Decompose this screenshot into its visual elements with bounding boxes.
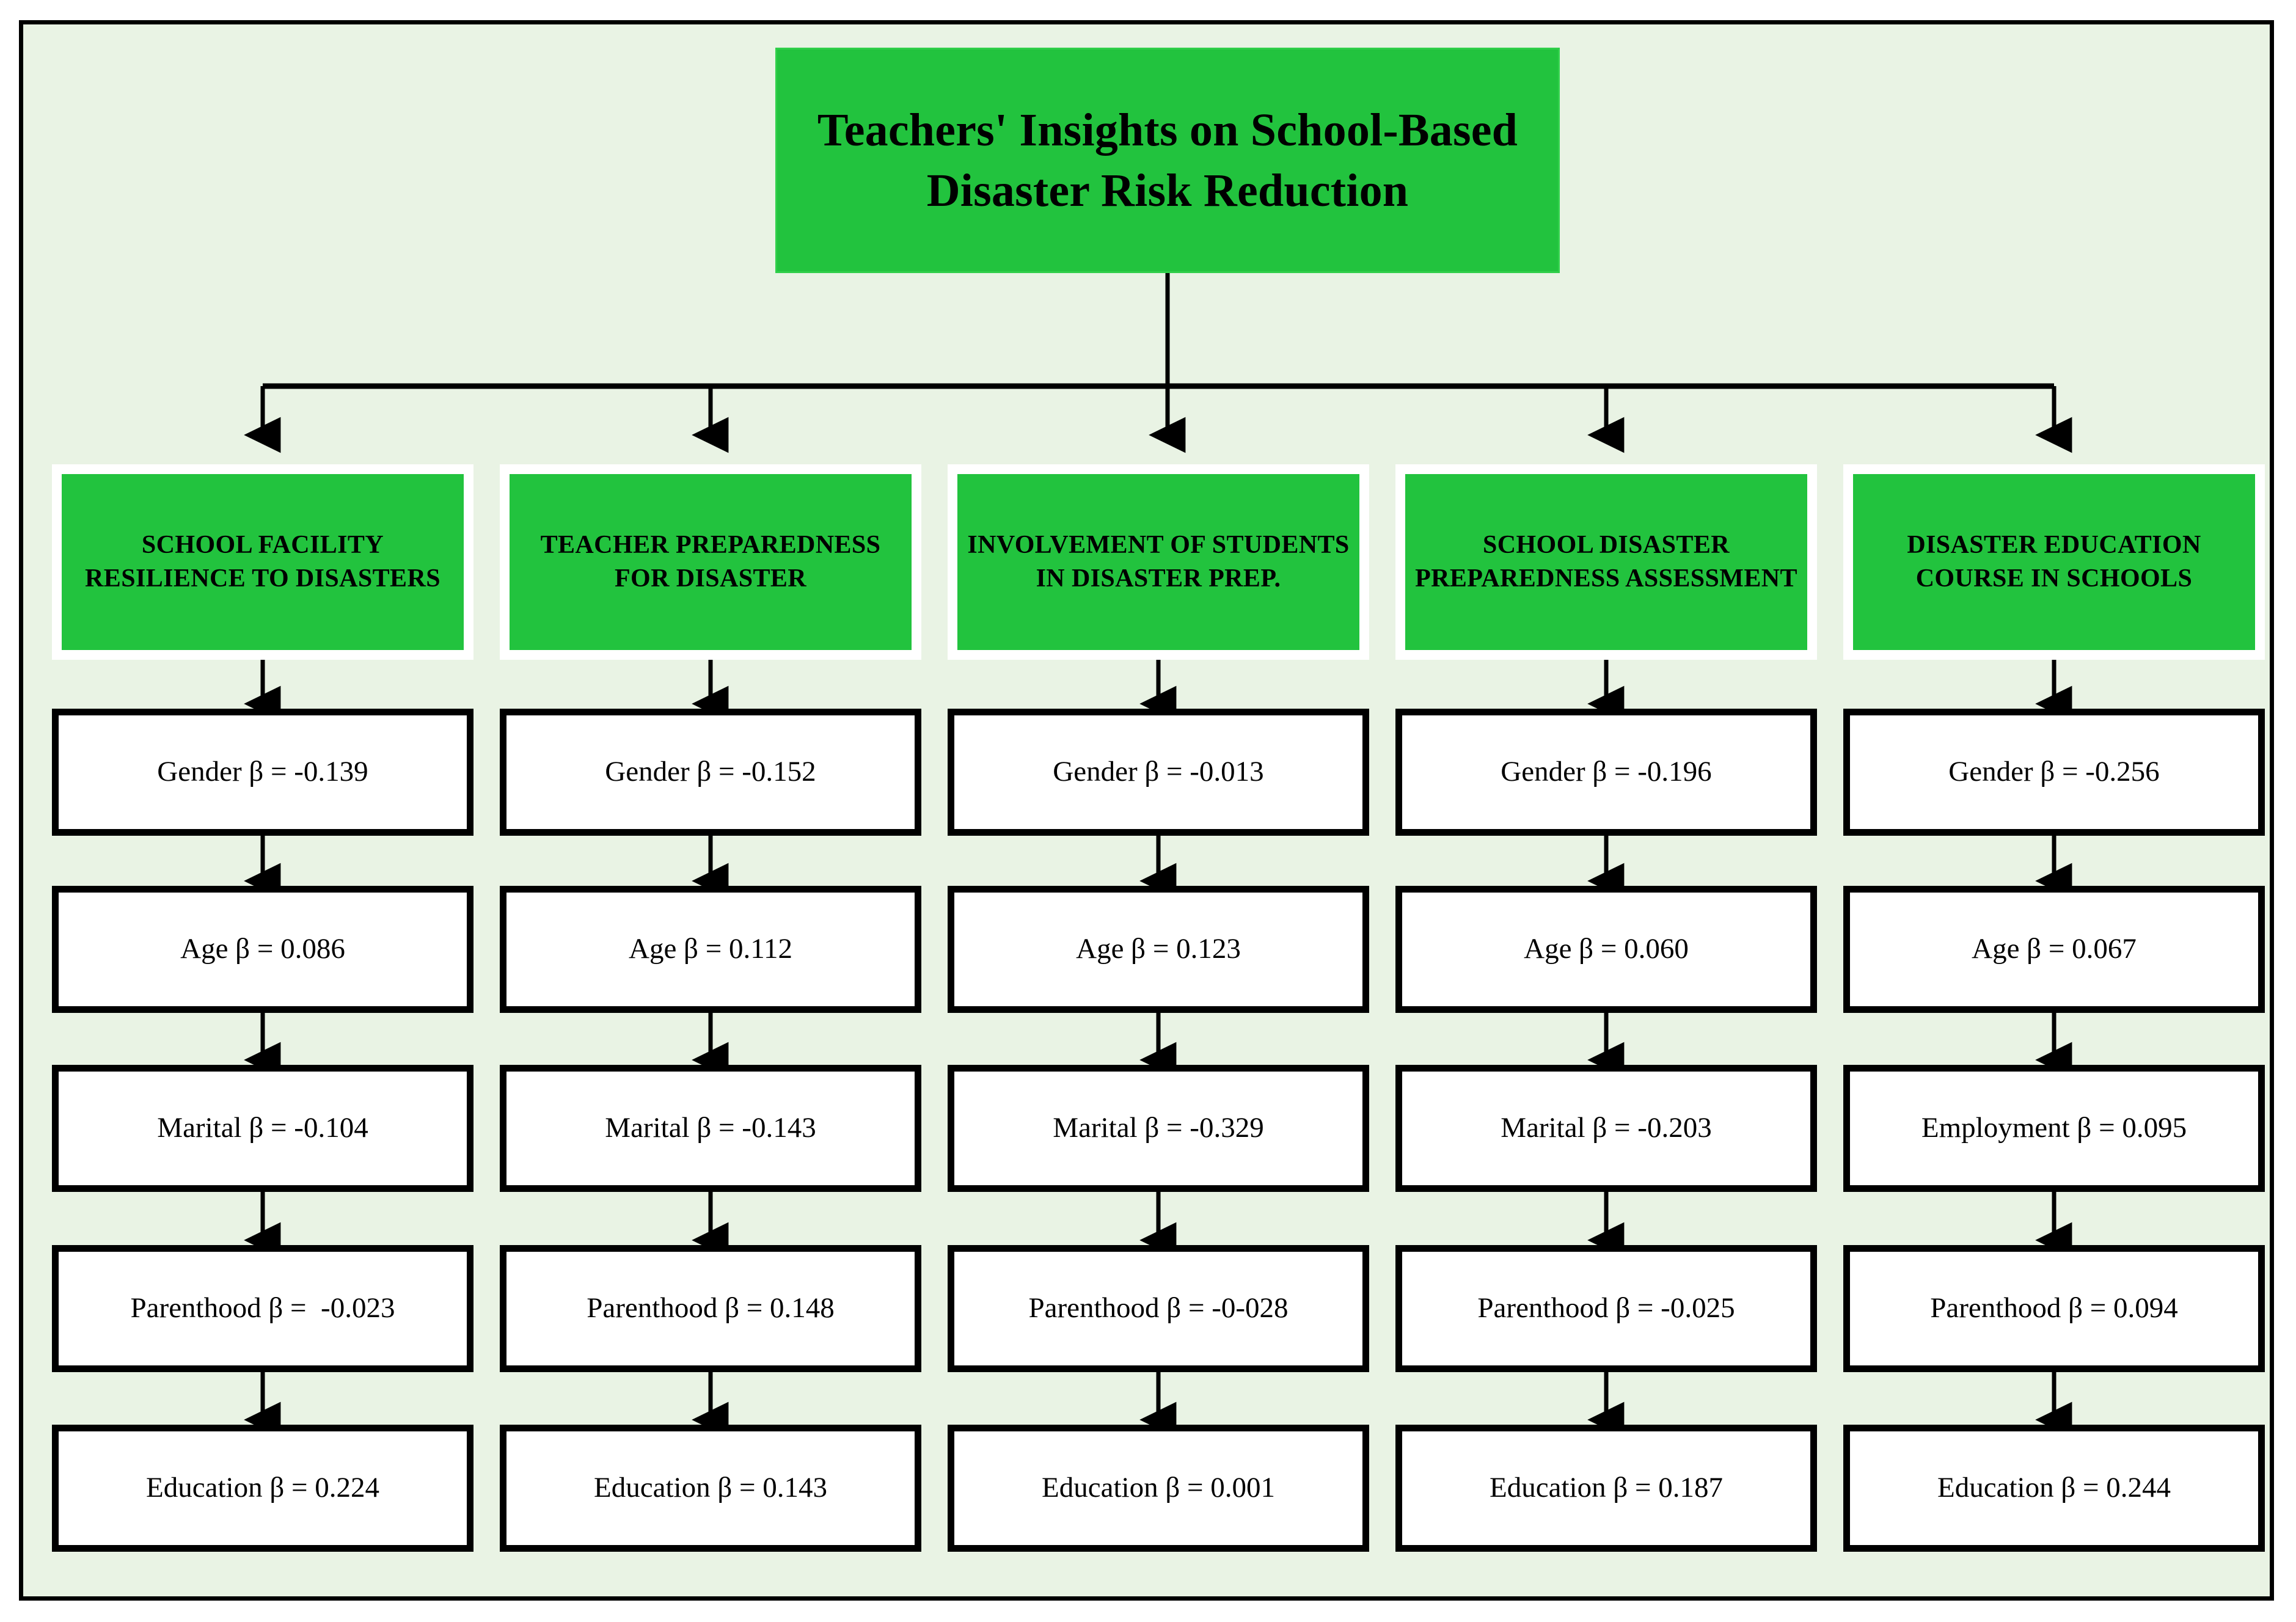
predictor-box[interactable]: Age β = 0.112	[500, 886, 921, 1013]
predictor-label: Age β = 0.086	[180, 933, 345, 965]
predictor-box[interactable]: Marital β = -0.203	[1395, 1065, 1817, 1192]
predictor-label: Marital β = -0.143	[605, 1112, 816, 1144]
category-header-disaster-education-course[interactable]: DISASTER EDUCATION COURSE IN SCHOOLS	[1843, 464, 2265, 660]
predictor-box[interactable]: Education β = 0.244	[1843, 1425, 2265, 1552]
predictor-label: Age β = 0.060	[1524, 933, 1689, 965]
category-header-label: DISASTER EDUCATION COURSE IN SCHOOLS	[1907, 530, 2201, 593]
predictor-box[interactable]: Age β = 0.067	[1843, 886, 2265, 1013]
predictor-box[interactable]: Education β = 0.224	[52, 1425, 473, 1552]
predictor-label: Parenthood β = -0-028	[1028, 1292, 1289, 1324]
predictor-box[interactable]: Education β = 0.187	[1395, 1425, 1817, 1552]
predictor-label: Gender β = -0.139	[157, 756, 368, 788]
predictor-box[interactable]: Parenthood β = 0.148	[500, 1245, 921, 1372]
predictor-box[interactable]: Education β = 0.001	[948, 1425, 1369, 1552]
predictor-box[interactable]: Gender β = -0.013	[948, 709, 1369, 836]
predictor-label: Gender β = -0.196	[1501, 756, 1712, 788]
predictor-box[interactable]: Age β = 0.060	[1395, 886, 1817, 1013]
predictor-box[interactable]: Marital β = -0.329	[948, 1065, 1369, 1192]
predictor-box[interactable]: Gender β = -0.139	[52, 709, 473, 836]
predictor-label: Marital β = -0.104	[157, 1112, 368, 1144]
predictor-label: Gender β = -0.013	[1053, 756, 1264, 788]
predictor-label: Parenthood β = -0.025	[1477, 1292, 1735, 1324]
predictor-label: Age β = 0.067	[1972, 933, 2137, 965]
predictor-box[interactable]: Gender β = -0.152	[500, 709, 921, 836]
category-header-label: TEACHER PREPAREDNESS FOR DISASTER	[540, 530, 881, 593]
predictor-box[interactable]: Age β = 0.086	[52, 886, 473, 1013]
predictor-label: Marital β = -0.329	[1053, 1112, 1264, 1144]
predictor-box[interactable]: Parenthood β = -0-028	[948, 1245, 1369, 1372]
predictor-box[interactable]: Gender β = -0.256	[1843, 709, 2265, 836]
page-title: Teachers' Insights on School-Based Disas…	[817, 104, 1518, 216]
predictor-label: Education β = 0.224	[146, 1472, 379, 1504]
predictor-box[interactable]: Marital β = -0.104	[52, 1065, 473, 1192]
category-header-label: SCHOOL FACILITY RESILIENCE TO DISASTERS	[85, 530, 441, 593]
predictor-label: Parenthood β = 0.094	[1930, 1292, 2178, 1324]
predictor-label: Age β = 0.123	[1076, 933, 1241, 965]
category-header-school-disaster-preparedness-assessment[interactable]: SCHOOL DISASTER PREPAREDNESS ASSESSMENT	[1395, 464, 1817, 660]
predictor-box[interactable]: Gender β = -0.196	[1395, 709, 1817, 836]
predictor-box[interactable]: Parenthood β = -0.025	[1395, 1245, 1817, 1372]
predictor-label: Education β = 0.244	[1937, 1472, 2171, 1504]
predictor-box[interactable]: Marital β = -0.143	[500, 1065, 921, 1192]
diagram-title-box: Teachers' Insights on School-Based Disas…	[775, 48, 1560, 273]
predictor-label: Education β = 0.143	[594, 1472, 827, 1504]
predictor-label: Marital β = -0.203	[1501, 1112, 1712, 1144]
predictor-label: Gender β = -0.152	[605, 756, 816, 788]
predictor-label: Parenthood β = 0.148	[587, 1292, 835, 1324]
category-header-involvement-of-students[interactable]: INVOLVEMENT OF STUDENTS IN DISASTER PREP…	[948, 464, 1369, 660]
predictor-box[interactable]: Education β = 0.143	[500, 1425, 921, 1552]
predictor-label: Parenthood β = -0.023	[130, 1292, 395, 1324]
category-header-school-facility-resilience[interactable]: SCHOOL FACILITY RESILIENCE TO DISASTERS	[52, 464, 473, 660]
predictor-label: Age β = 0.112	[629, 933, 792, 965]
predictor-box[interactable]: Employment β = 0.095	[1843, 1065, 2265, 1192]
predictor-label: Employment β = 0.095	[1921, 1112, 2187, 1144]
predictor-box[interactable]: Parenthood β = 0.094	[1843, 1245, 2265, 1372]
category-header-teacher-preparedness[interactable]: TEACHER PREPAREDNESS FOR DISASTER	[500, 464, 921, 660]
predictor-label: Gender β = -0.256	[1948, 756, 2160, 788]
predictor-label: Education β = 0.001	[1042, 1472, 1275, 1504]
predictor-box[interactable]: Parenthood β = -0.023	[52, 1245, 473, 1372]
category-header-label: INVOLVEMENT OF STUDENTS IN DISASTER PREP…	[967, 530, 1350, 593]
predictor-box[interactable]: Age β = 0.123	[948, 886, 1369, 1013]
category-header-label: SCHOOL DISASTER PREPAREDNESS ASSESSMENT	[1415, 530, 1797, 593]
predictor-label: Education β = 0.187	[1490, 1472, 1723, 1504]
